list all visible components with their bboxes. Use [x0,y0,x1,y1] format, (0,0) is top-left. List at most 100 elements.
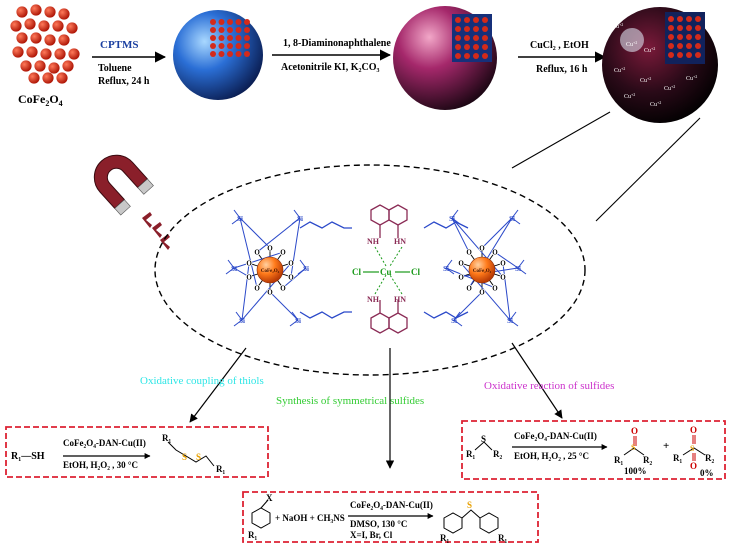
embedded-core-dot [244,35,250,41]
reflux-24h-label: Reflux, 24 h [98,76,150,87]
oxygen-label: O [246,260,252,268]
sulfone-s: S [690,444,695,453]
embedded-core-dot [218,51,225,57]
silicon-label: Si [239,317,245,325]
embedded-core-dot [677,43,683,49]
magnet-icon [93,154,154,216]
oxygen-label: O [479,289,485,297]
embedded-core-dot [668,52,674,58]
embedded-core-dot [235,27,242,33]
embedded-core-dot [210,43,216,49]
oxidation-conditions: EtOH, H₂O₂ , 25 °C [514,451,589,461]
sulfide-synthesis-reaction-box: X R₁ + NaOH + CH₃NS CoFe₂O₄-DAN-Cu(II) D… [242,491,539,543]
oxidation-catalyst: CoFe₂O₄-DAN-Cu(II) [514,431,597,441]
embedded-core-dot [235,51,242,57]
embedded-core-dot [668,16,674,22]
embedded-core-dot [686,16,692,22]
oxidation-r2: R₂ [493,449,502,459]
sulfide-oxidation-reaction-box: R₁ S R₂ CoFe₂O₄-DAN-Cu(II) EtOH, H₂O₂ , … [461,420,726,480]
embedded-core-dot [482,44,488,50]
cptms-label: CPTMS [100,39,139,51]
silicon-label: Si [515,265,521,273]
sulfide-conditions: DMSO, 130 °C [350,519,407,529]
embedded-core-dot [464,35,470,41]
oxygen-label: O [267,289,273,297]
cofe2o4-nanoparticle [10,20,22,32]
embedded-core-dot [668,25,674,31]
embedded-core-dot [227,27,233,33]
oxygen-label: O [458,260,464,268]
cu-site-label: Cu+2 [624,92,635,100]
embedded-core-dot [455,44,461,50]
acetonitrile-label: Acetonitrile KI, K₂CO₃ [281,62,379,73]
embedded-core-dot [227,35,233,41]
oxygen-label: O [254,284,260,292]
silicon-label: Si [295,317,301,325]
embedded-core-dot [227,51,233,57]
oxygen-label: O [254,249,260,257]
halide-x: X [266,493,273,503]
naphthalene-top [370,204,408,238]
thiol-coupling-reaction-box: R₁—SH CoFe₂O₄-DAN-Cu(II) EtOH, H₂O₂ , 30… [5,426,269,478]
sulfide-halides: X=I, Br, Cl [350,530,393,540]
sulfide-reagents: + NaOH + CH₃NS [275,513,345,523]
oxygen-label: O [280,284,286,292]
cu-site-label: Cu+2 [614,66,625,74]
diaryl-r-right: R₁ [498,533,507,543]
embedded-core-dot [677,52,683,58]
catalyst-zoom-ellipse [154,164,586,376]
embedded-core-dot [455,17,461,23]
cu-site-label: Cu+2 [612,22,623,30]
cucl2-etoh-label: CuCl₂ , EtOH [530,40,589,51]
oxidation-r1: R₁ [466,449,475,459]
embedded-core-dot [668,43,674,49]
oxygen-label: O [466,249,472,257]
embedded-core-dot [455,53,461,59]
products-plus: + [663,440,669,452]
embedded-core-dot [695,25,701,31]
oxygen-label: O [466,284,472,292]
embedded-core-dot [686,43,692,49]
embedded-core-dot [210,51,216,57]
cu-loaded-particle: Cu+2Cu+2Cu+2Cu+2Cu+2Cu+2Cu+2Cu+2Cu+2 [602,7,718,123]
cu-site-label: Cu+2 [686,74,697,82]
embedded-core-dot [227,43,233,49]
silicon-label: Si [507,317,513,325]
sulfide-catalyst: CoFe₂O₄-DAN-Cu(II) [350,500,433,510]
embedded-core-dot [686,25,692,31]
cofe2o4-label: CoFe2O4 [18,92,63,108]
reflux-16h-label: Reflux, 16 h [536,64,588,75]
cofe2o4-nanoparticle [48,62,60,74]
cofe2o4-nanoparticle [58,34,70,46]
thiol-catalyst: CoFe₂O₄-DAN-Cu(II) [63,438,146,448]
embedded-core-dot [455,35,461,41]
cofe2o4-nanoparticle [42,72,54,84]
embedded-core-dot [686,34,692,40]
cofe2o4-nanoparticle [34,60,46,72]
zoom-line-left [511,111,611,169]
cofe2o4-nanoparticle [44,6,56,18]
sulfoxide-s: S [631,443,636,452]
silicon-label: Si [297,215,303,223]
embedded-core-dot [695,43,701,49]
cofe2o4-cluster [10,4,80,84]
embedded-core-dot [464,44,470,50]
embedded-core-dot [677,25,683,31]
embedded-core-dot [464,17,470,23]
arrow-to-oxidation [511,342,563,419]
propyl-linkers [299,221,469,319]
embedded-core-dot [235,43,242,49]
magnetic-field-chevrons [142,212,170,250]
hn-bottom-right: HN [394,295,406,304]
embedded-core-dot [473,44,479,50]
disulfide-r1-right: R₁ [216,464,225,474]
silicon-label: Si [303,265,309,273]
oxygen-label: O [288,273,294,281]
nh-bottom-left: NH [367,295,380,304]
sulfone-r1: R₁ [673,453,682,463]
sulfoxide-yield: 100% [624,466,647,476]
oxidation-s: S [481,434,486,444]
embedded-core-dot [218,27,225,33]
zoom-line-right [595,117,701,222]
